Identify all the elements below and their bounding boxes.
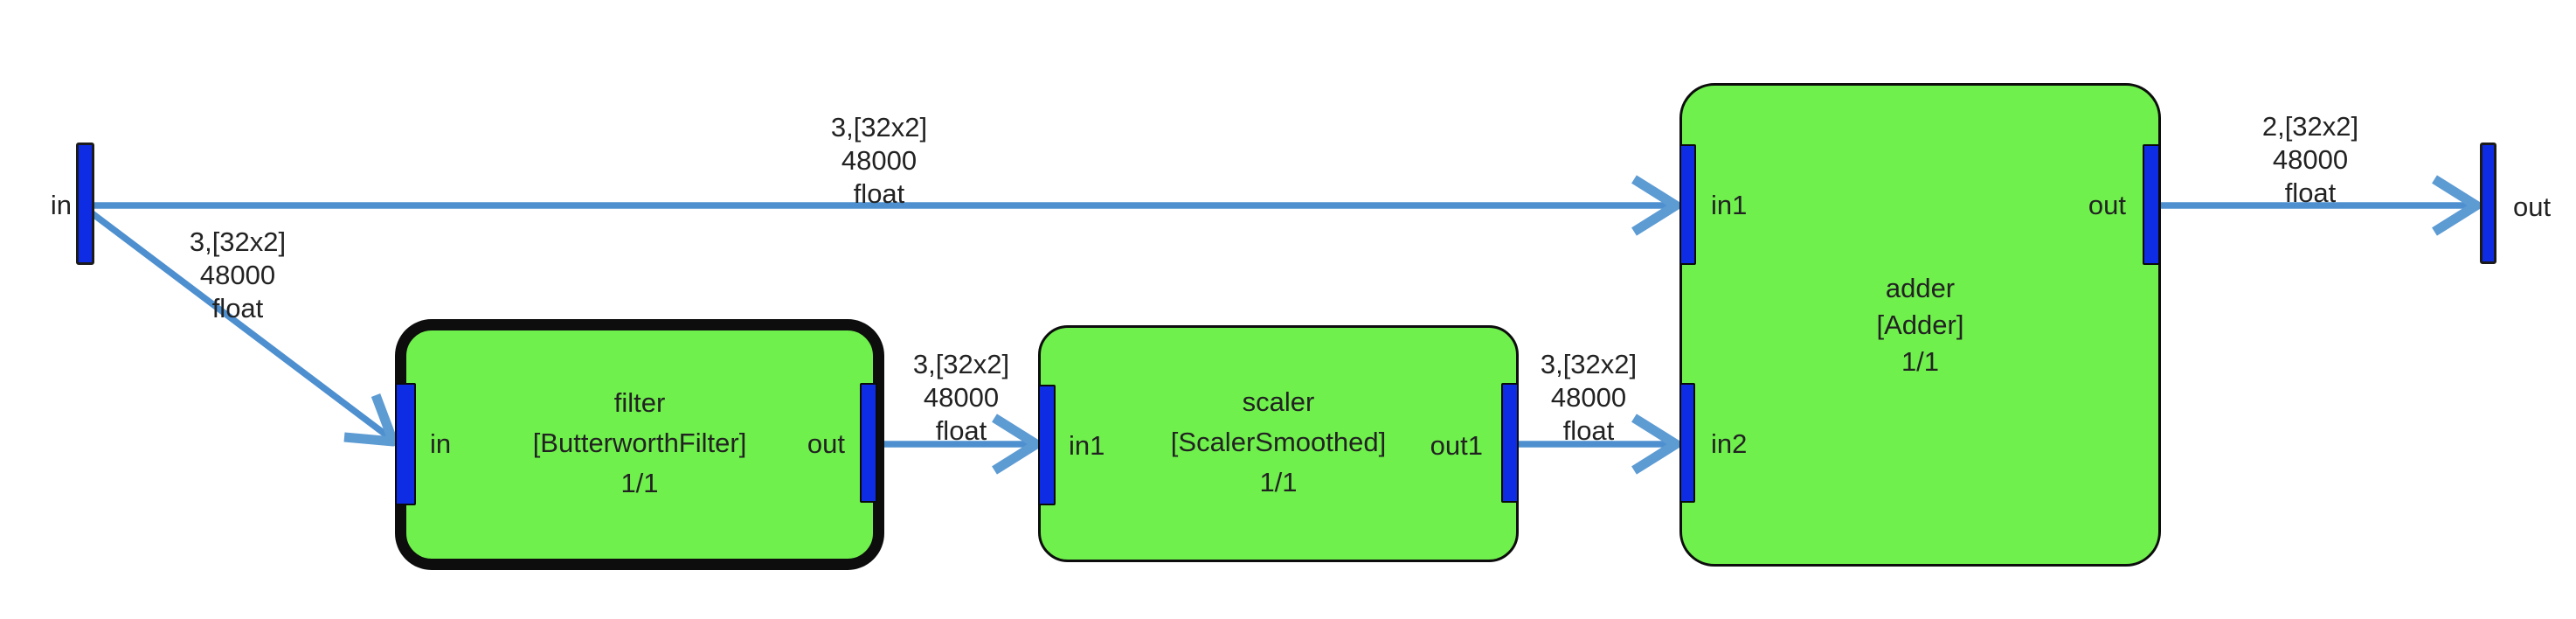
edge-label: 3,[32x2] 48000 float (830, 112, 928, 209)
port-label-filter-out: out (807, 428, 845, 459)
block-title: adder (1885, 273, 1956, 303)
port-tab-scaler-in1[interactable] (1038, 385, 1056, 505)
block-ratio: 1/1 (620, 468, 659, 498)
port-label-adder-in2: in2 (1711, 428, 1748, 459)
block-class: [ButterworthFilter] (532, 428, 747, 458)
edge-label: 3,[32x2] 48000 float (1540, 349, 1638, 446)
block-ratio: 1/1 (1901, 346, 1940, 377)
port-tab-adder-in2[interactable] (1679, 383, 1695, 503)
block-filter-text: filter [ButterworthFilter] 1/1 (395, 383, 884, 504)
edge-in-to-filter-in[interactable] (88, 210, 398, 447)
block-title: scaler (1242, 386, 1315, 417)
port-label-adder-in1: in1 (1711, 190, 1748, 220)
block-title: filter (613, 387, 666, 418)
block-ratio: 1/1 (1259, 467, 1298, 497)
edge-label: 3,[32x2] 48000 float (912, 349, 1010, 446)
port-label-adder-out: out (2088, 190, 2126, 220)
edge-label: 3,[32x2] 48000 float (189, 226, 287, 323)
graph-input-label: in (50, 190, 72, 220)
port-tab-scaler-out1[interactable] (1501, 383, 1519, 503)
port-tab-filter-out[interactable] (860, 383, 877, 503)
port-label-filter-in: in (430, 428, 452, 459)
graph-input-port-bar[interactable] (76, 143, 94, 265)
port-label-scaler-out1: out1 (1430, 430, 1483, 461)
edge-scaler-out1-to-adder-in2[interactable] (1517, 414, 1681, 475)
block-class: [Adder] (1876, 310, 1964, 340)
edge-adder-out-to-out[interactable] (2158, 175, 2482, 236)
graph-output-label: out (2513, 191, 2552, 222)
graph-output-port-bar[interactable] (2480, 143, 2496, 264)
block-filter[interactable] (395, 319, 884, 570)
block-adder[interactable] (1679, 83, 2161, 567)
edge-label: 2,[32x2] 48000 float (2261, 111, 2359, 208)
block-class: [ScalerSmoothed] (1170, 427, 1387, 457)
block-adder-text: adder [Adder] 1/1 (1679, 270, 2161, 380)
port-tab-adder-out[interactable] (2143, 144, 2160, 265)
edge-filter-out-to-scaler-in1[interactable] (874, 414, 1042, 475)
port-tab-filter-in[interactable] (395, 383, 416, 505)
port-tab-adder-in1[interactable] (1679, 144, 1696, 265)
edge-in-to-adder-in1[interactable] (94, 175, 1681, 236)
port-label-scaler-in1: in1 (1069, 430, 1105, 461)
block-scaler-text: scaler [ScalerSmoothed] 1/1 (1038, 382, 1519, 503)
